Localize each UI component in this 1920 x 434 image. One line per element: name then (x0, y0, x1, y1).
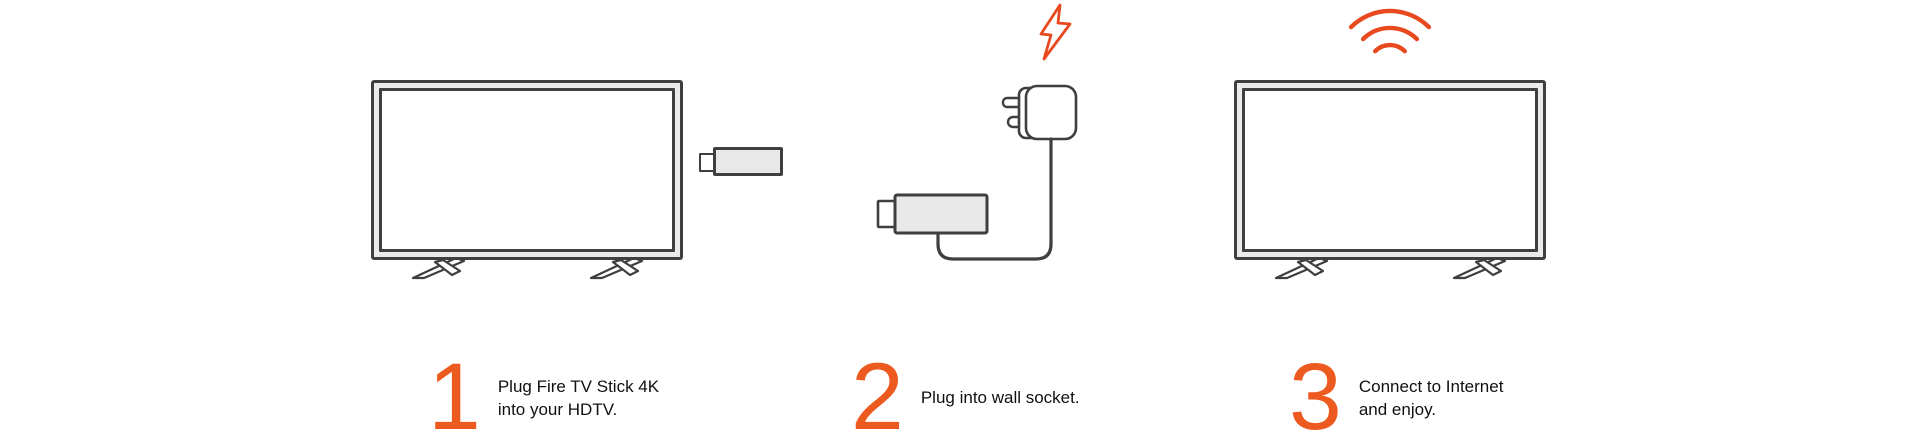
step-1-caption-row: 1 Plug Fire TV Stick 4K into your HDTV. (428, 350, 680, 434)
step-caption: Plug Fire TV Stick 4K into your HDTV. (497, 376, 660, 419)
step-caption: Plug into wall socket. (920, 388, 1080, 407)
power-cable (936, 137, 1053, 261)
tv-stand-feet (411, 257, 644, 280)
step-number: 2 (851, 344, 904, 434)
step-3-caption-row: 3 Connect to Internet and enjoy. (1289, 350, 1519, 434)
stick-body (893, 193, 989, 235)
wifi-signal-icon (1348, 8, 1432, 54)
step-number: 1 (428, 344, 481, 434)
stick-power-adapter-illustration (876, 3, 1078, 261)
step-2-caption-row: 2 Plug into wall socket. (851, 350, 1080, 434)
hdtv-illustration (371, 80, 683, 260)
tv-screen (379, 88, 675, 252)
fire-tv-stick-icon (876, 193, 989, 235)
stick-body (713, 147, 783, 176)
step-number: 3 (1289, 344, 1342, 434)
step-caption: Connect to Internet and enjoy. (1358, 376, 1504, 419)
power-adapter-icon (1001, 84, 1078, 141)
stick-hdmi-connector (876, 199, 898, 229)
tv-stand-feet (1274, 257, 1507, 280)
lightning-bolt-icon (1039, 3, 1072, 61)
hdtv-illustration (1234, 80, 1546, 260)
tv-screen (1242, 88, 1538, 252)
